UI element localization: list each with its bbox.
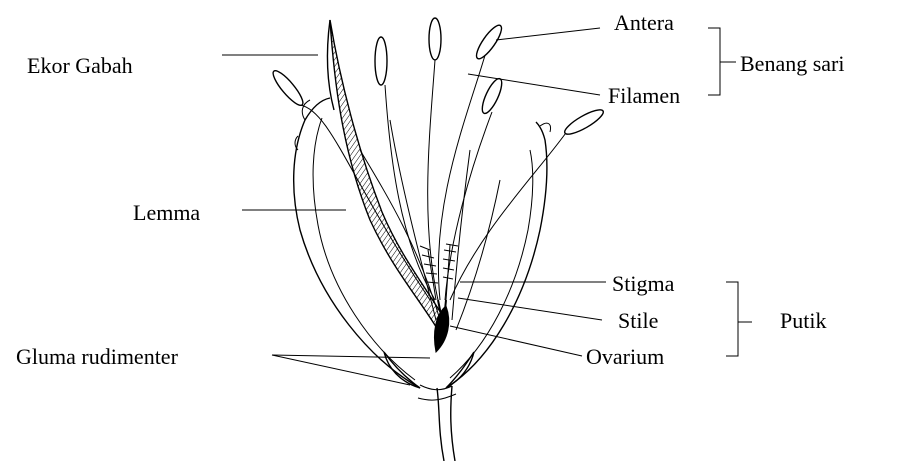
- flower-illustration: [269, 18, 606, 461]
- anther-4: [479, 76, 506, 116]
- anther-3: [473, 22, 506, 62]
- label-ovarium: Ovarium: [586, 344, 664, 369]
- label-stile: Stile: [618, 308, 658, 333]
- label-filamen: Filamen: [608, 83, 680, 108]
- filament-2: [428, 60, 438, 300]
- filament-6: [450, 130, 568, 300]
- anther-6: [562, 106, 606, 138]
- anther-1: [375, 37, 387, 85]
- filament-4: [445, 112, 492, 300]
- anther-5: [269, 67, 306, 108]
- label-gluma-rudimenter: Gluma rudimenter: [16, 344, 179, 369]
- anther-2: [429, 18, 441, 60]
- label-antera: Antera: [614, 10, 674, 35]
- label-stigma: Stigma: [612, 271, 675, 296]
- filament-3: [438, 45, 488, 300]
- label-ekor-gabah: Ekor Gabah: [27, 53, 133, 78]
- label-benang-sari: Benang sari: [740, 51, 844, 76]
- label-putik: Putik: [780, 308, 826, 333]
- label-lemma: Lemma: [133, 200, 200, 225]
- leader-lines: [222, 28, 752, 385]
